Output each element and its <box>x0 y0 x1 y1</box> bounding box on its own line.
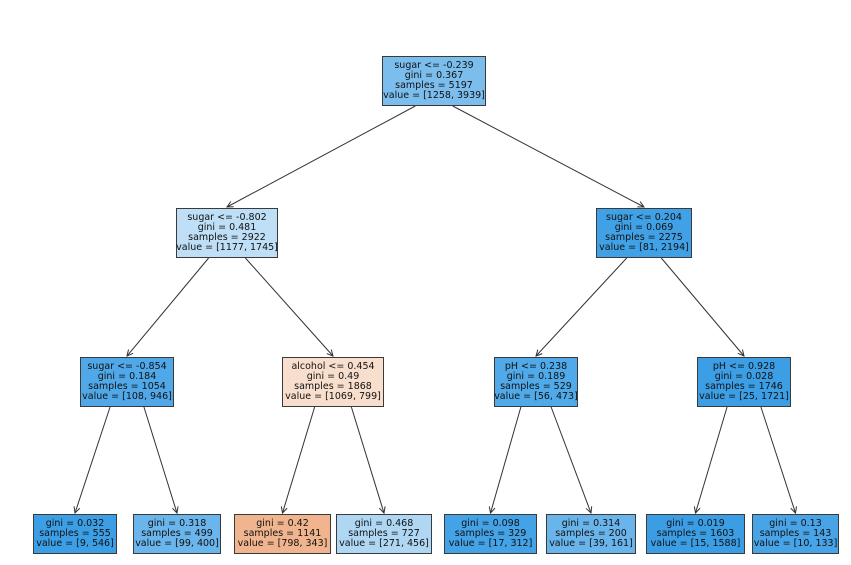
node-gini-text: gini = 0.069 <box>614 221 674 233</box>
node-value-text: value = [17, 312] <box>448 538 533 550</box>
tree-edge-arrow <box>660 257 744 356</box>
node-value-text: value = [39, 161] <box>549 538 633 550</box>
node-samples-text: samples = 529 <box>500 381 572 392</box>
node-samples-text: samples = 555 <box>39 527 111 539</box>
node-gini-text: gini = 0.032 <box>45 517 105 529</box>
node-value-text: value = [1069, 799] <box>285 391 381 403</box>
tree-edge-arrow <box>244 257 333 356</box>
node-gini-text: gini = 0.019 <box>666 517 725 529</box>
node-gini-text: gini = 0.367 <box>404 69 464 81</box>
node-value-text: value = [108, 946] <box>82 391 172 403</box>
node-samples-text: samples = 1868 <box>294 381 372 392</box>
node-gini-text: gini = 0.49 <box>306 370 360 382</box>
node-value-text: value = [81, 2194] <box>599 242 689 254</box>
tree-edge-arrow <box>75 406 111 513</box>
node-samples-text: samples = 1746 <box>705 381 783 392</box>
node-value-text: value = [15, 1588] <box>650 538 741 550</box>
node-value-text: value = [1258, 3939] <box>383 90 485 102</box>
node-samples-text: samples = 200 <box>555 527 627 539</box>
node-gini-text: gini = 0.184 <box>97 370 157 382</box>
tree-edge-arrow <box>760 406 796 513</box>
tree-edge-arrow <box>452 105 644 207</box>
tree-edge-arrow <box>696 406 728 513</box>
node-condition-text: sugar <= -0.239 <box>394 59 474 71</box>
node-samples-text: samples = 5197 <box>395 80 473 91</box>
node-condition-text: sugar <= 0.204 <box>606 211 682 223</box>
node-samples-text: samples = 2275 <box>605 232 683 243</box>
node-value-text: value = [99, 400] <box>135 538 219 550</box>
node-samples-text: samples = 1141 <box>243 527 322 539</box>
tree-edge-arrow <box>143 406 177 513</box>
node-gini-text: gini = 0.42 <box>256 517 309 529</box>
node-value-text: value = [798, 343] <box>237 538 328 550</box>
node-samples-text: samples = 2922 <box>188 232 266 243</box>
node-value-text: value = [10, 133] <box>753 538 838 550</box>
node-gini-text: gini = 0.314 <box>561 517 621 529</box>
node-samples-text: samples = 143 <box>759 527 832 539</box>
node-gini-text: gini = 0.481 <box>197 221 257 233</box>
node-gini-text: gini = 0.189 <box>506 370 566 382</box>
node-samples-text: samples = 329 <box>454 527 527 539</box>
node-value-text: value = [1177, 1745] <box>176 242 278 254</box>
node-value-text: value = [9, 546] <box>36 538 114 550</box>
tree-edge-arrow <box>283 406 316 513</box>
node-value-text: value = [271, 456] <box>339 538 429 550</box>
tree-edge-arrow <box>227 105 416 207</box>
node-value-text: value = [56, 473] <box>494 391 578 403</box>
node-gini-text: gini = 0.098 <box>461 517 520 529</box>
node-gini-text: gini = 0.468 <box>354 517 414 529</box>
node-condition-text: sugar <= -0.854 <box>87 360 167 372</box>
node-samples-text: samples = 1603 <box>656 527 735 539</box>
node-condition-text: sugar <= -0.802 <box>187 211 267 223</box>
node-value-text: value = [25, 1721] <box>699 391 789 403</box>
node-condition-text: alcohol <= 0.454 <box>291 360 375 372</box>
tree-edge-arrow <box>550 406 591 513</box>
node-samples-text: samples = 1054 <box>88 381 166 392</box>
node-condition-text: pH <= 0.928 <box>712 360 776 372</box>
node-gini-text: gini = 0.318 <box>147 517 207 529</box>
node-samples-text: samples = 499 <box>141 527 213 539</box>
node-gini-text: gini = 0.13 <box>769 517 822 529</box>
node-condition-text: pH <= 0.238 <box>504 360 568 372</box>
tree-edge-arrow <box>127 257 210 356</box>
node-gini-text: gini = 0.028 <box>714 370 774 382</box>
tree-edge-arrow <box>350 406 384 513</box>
node-samples-text: samples = 727 <box>348 527 420 539</box>
tree-edge-arrow <box>491 406 522 513</box>
tree-edge-arrow <box>536 257 628 356</box>
